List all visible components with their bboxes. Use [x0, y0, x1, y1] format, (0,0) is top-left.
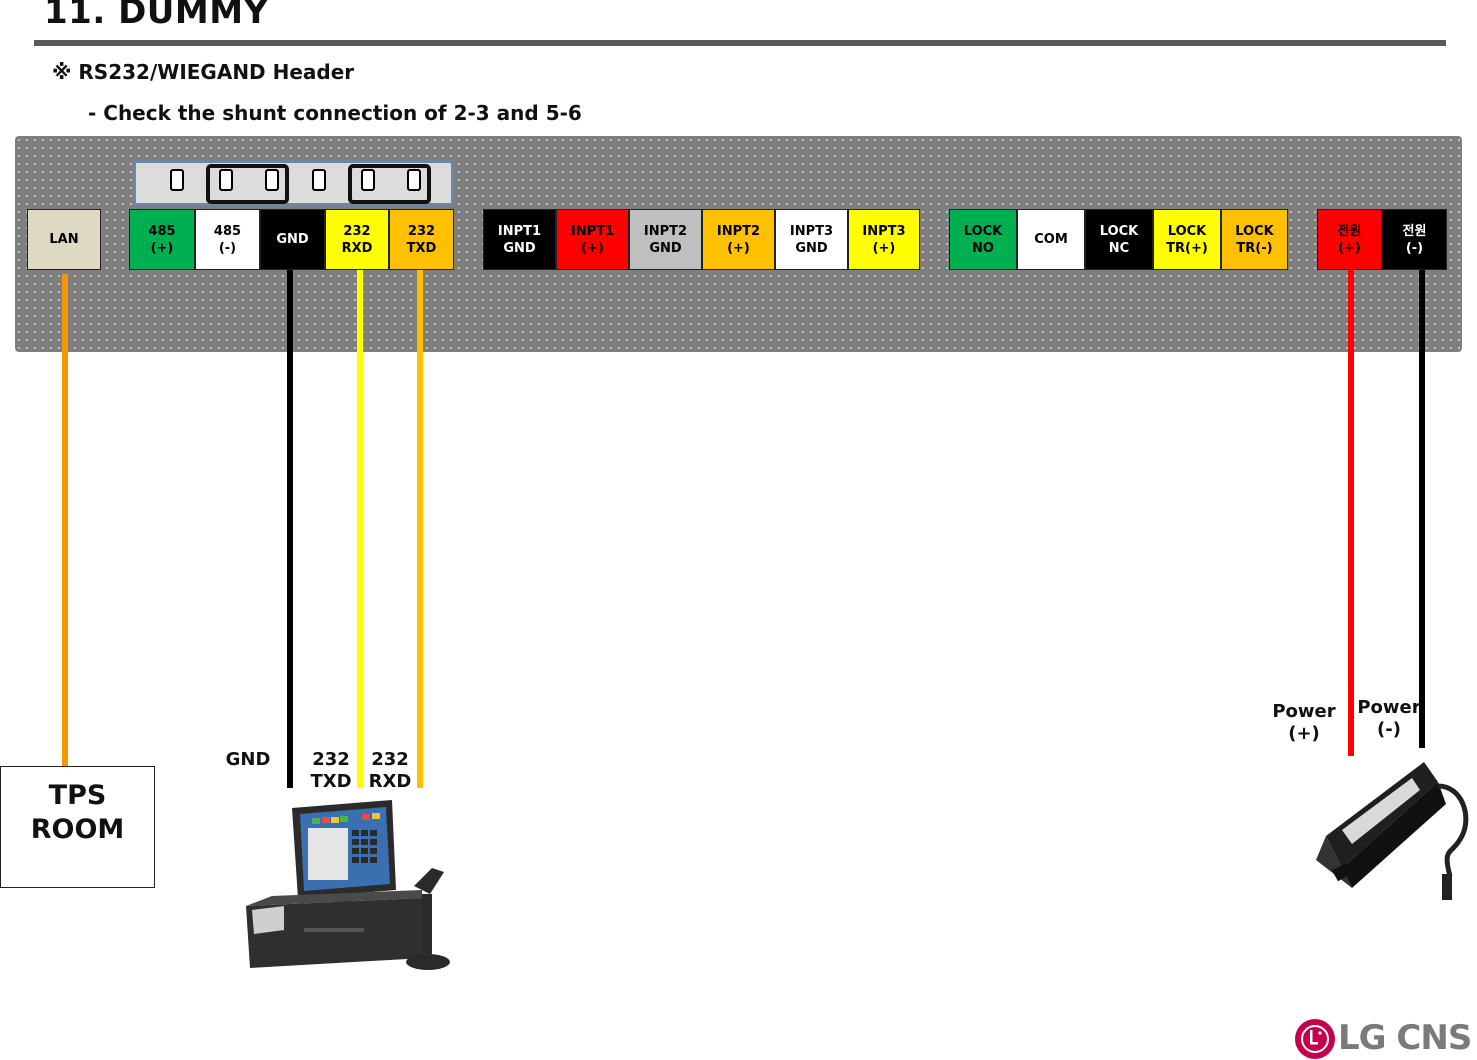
header-pin-4 — [312, 169, 326, 191]
rxd-wire — [417, 270, 423, 788]
terminal-232-rxd: 232 RXD — [325, 209, 389, 270]
terminal-lock-no: LOCK NO — [949, 209, 1017, 270]
terminal-lan: LAN — [27, 209, 101, 270]
header-pin-2 — [219, 169, 233, 191]
header-pin-5 — [361, 169, 375, 191]
gnd-wire — [287, 270, 293, 788]
header-pin-1 — [170, 169, 184, 191]
terminal-inpt1-gnd: INPT1 GND — [483, 209, 556, 270]
shunt-2-3 — [206, 164, 289, 204]
power-plus-label: Power (+) — [1272, 701, 1336, 744]
terminal-485-plus: 485 (+) — [129, 209, 195, 270]
terminal-lock-nc: LOCK NC — [1085, 209, 1153, 270]
terminal-485-minus: 485 (-) — [195, 209, 260, 270]
txd-wire — [357, 270, 363, 788]
tps-room-box: TPS ROOM — [0, 766, 155, 888]
rxd-label: 232 RXD — [368, 749, 412, 792]
shunt-5-6 — [348, 164, 431, 204]
lg-logo-icon — [1295, 1019, 1335, 1059]
terminal-power-plus: 전원 (+) — [1317, 209, 1382, 270]
gnd-label: GND — [225, 749, 271, 770]
power-adapter-image — [1316, 762, 1469, 900]
terminal-power-minus: 전원 (-) — [1382, 209, 1447, 270]
lan-wire — [62, 274, 68, 766]
power-minus-wire — [1419, 270, 1425, 748]
terminal-inpt2-gnd: INPT2 GND — [629, 209, 702, 270]
page-title: 11. DUMMY — [44, 0, 269, 32]
terminal-inpt3-plus: INPT3 (+) — [848, 209, 920, 270]
title-divider — [34, 40, 1446, 46]
header-note: ※ RS232/WIEGAND Header — [52, 60, 355, 84]
power-minus-label: Power (-) — [1357, 697, 1421, 740]
header-pin-6 — [407, 169, 421, 191]
terminal-com: COM — [1017, 209, 1085, 270]
jumper-header — [133, 160, 454, 206]
pos-terminal-image — [246, 800, 450, 970]
header-pin-3 — [265, 169, 279, 191]
terminal-lock-tr-minus: LOCK TR(-) — [1221, 209, 1288, 270]
company-logo-text: LG CNS — [1338, 1018, 1472, 1058]
shunt-instruction: - Check the shunt connection of 2-3 and … — [88, 101, 582, 125]
txd-label: 232 TXD — [310, 749, 352, 792]
terminal-gnd: GND — [260, 209, 325, 270]
terminal-inpt2-plus: INPT2 (+) — [702, 209, 775, 270]
terminal-lock-tr-plus: LOCK TR(+) — [1153, 209, 1221, 270]
power-plus-wire — [1348, 270, 1354, 756]
terminal-inpt1-plus: INPT1 (+) — [556, 209, 629, 270]
terminal-inpt3-gnd: INPT3 GND — [775, 209, 848, 270]
terminal-232-txd: 232 TXD — [389, 209, 454, 270]
